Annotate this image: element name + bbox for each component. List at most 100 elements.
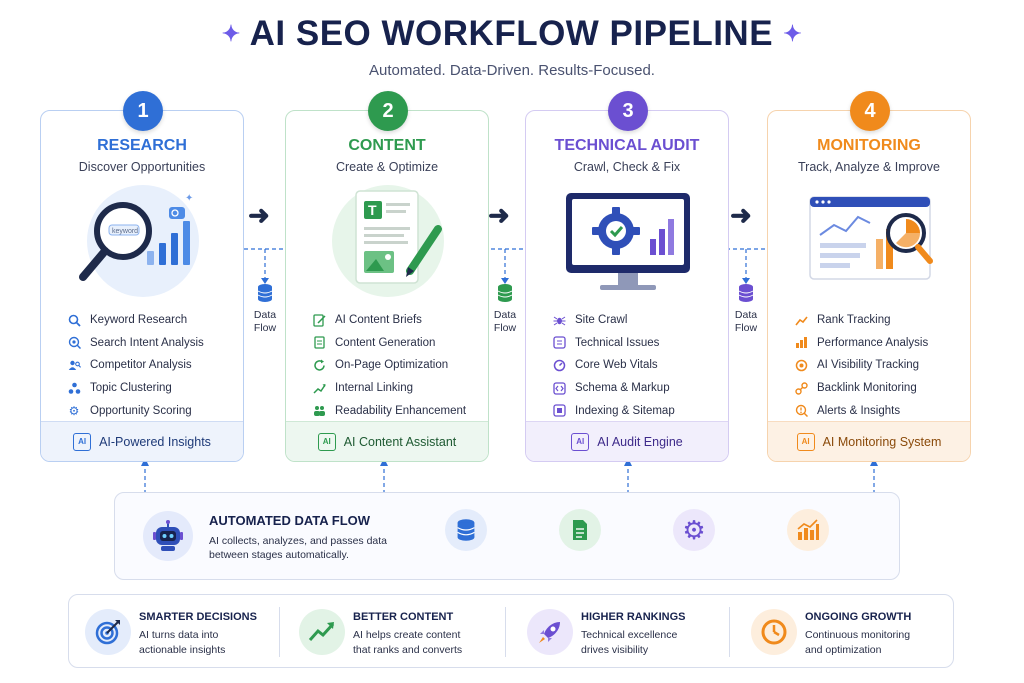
trend-up-icon bbox=[299, 609, 345, 655]
stage-number-badge: 3 bbox=[608, 91, 648, 131]
benefit-line: AI helps create content bbox=[353, 629, 461, 641]
data-flow-label: Data Flow bbox=[726, 283, 766, 335]
divider bbox=[505, 607, 506, 657]
stage-footer: AI AI Monitoring System bbox=[768, 421, 970, 461]
stage-number-badge: 1 bbox=[123, 91, 163, 131]
benefit-title: HIGHER RANKINGS bbox=[581, 611, 686, 623]
data-flow-text: Data Flow bbox=[734, 309, 758, 334]
research-illustration: keyword ✦ bbox=[79, 185, 199, 297]
svg-text:✦: ✦ bbox=[185, 193, 193, 204]
benefit-title: ONGOING GROWTH bbox=[805, 611, 912, 623]
people-icon bbox=[67, 358, 81, 372]
item-label: Internal Linking bbox=[335, 382, 413, 395]
automated-data-flow-panel: AUTOMATED DATA FLOW AI collects, analyze… bbox=[114, 492, 900, 580]
ai-chip-icon: AI bbox=[73, 432, 92, 451]
item-label: Indexing & Sitemap bbox=[575, 404, 675, 417]
stage-number-badge: 4 bbox=[850, 91, 890, 131]
stage-title: CONTENT bbox=[348, 137, 426, 154]
target-search-icon bbox=[67, 336, 81, 350]
footer-label: AI Audit Engine bbox=[597, 434, 683, 449]
benefit-description: AI helps create content that ranks and co… bbox=[353, 628, 493, 658]
item-label: On-Page Optimization bbox=[335, 359, 449, 372]
chart-icon bbox=[787, 509, 829, 551]
alert-icon bbox=[794, 404, 808, 418]
database-icon bbox=[445, 509, 487, 551]
item-label: Topic Clustering bbox=[90, 382, 172, 395]
item-label: Opportunity Scoring bbox=[90, 404, 192, 417]
stage-footer: AI AI-Powered Insights bbox=[41, 421, 243, 461]
benefit-line: that ranks and converts bbox=[353, 644, 463, 656]
doc-letter: T bbox=[368, 202, 377, 218]
list-item: Site Crawl bbox=[552, 309, 675, 332]
item-label: AI Visibility Tracking bbox=[817, 359, 920, 372]
sitemap-icon bbox=[552, 404, 566, 418]
stage-footer: AI AI Audit Engine bbox=[526, 421, 728, 461]
stage-content: 2 CONTENT Create & Optimize T AI Content… bbox=[285, 91, 489, 462]
robot-icon bbox=[143, 511, 193, 561]
item-label: Search Intent Analysis bbox=[90, 336, 204, 349]
list-icon bbox=[552, 336, 566, 350]
magnifier-icon bbox=[67, 313, 81, 327]
stage-subtitle: Create & Optimize bbox=[335, 160, 439, 174]
list-item: ⚙ Opportunity Scoring bbox=[67, 399, 204, 422]
list-item: Performance Analysis bbox=[794, 332, 928, 355]
data-flow-text: Data Flow bbox=[493, 309, 517, 334]
link-icon bbox=[794, 381, 808, 395]
benefit-title: BETTER CONTENT bbox=[353, 611, 454, 623]
stage-technical-audit: 3 TECHNICAL AUDIT Crawl, Check & Fix Sit… bbox=[525, 91, 729, 462]
item-label: Competitor Analysis bbox=[90, 359, 192, 372]
automation-title: AUTOMATED DATA FLOW bbox=[209, 513, 371, 528]
automation-description: AI collects, analyzes, and passes data b… bbox=[209, 535, 388, 561]
item-label: Alerts & Insights bbox=[817, 404, 901, 417]
stage-title: MONITORING bbox=[817, 137, 921, 154]
stage-subtitle: Track, Analyze & Improve bbox=[798, 160, 940, 174]
list-item: Topic Clustering bbox=[67, 377, 204, 400]
sparkle-icon: ✦ bbox=[221, 21, 241, 46]
list-item: Rank Tracking bbox=[794, 309, 928, 332]
list-item: Readability Enhancement bbox=[312, 399, 466, 422]
stage-number-badge: 2 bbox=[368, 91, 408, 131]
gauge-icon bbox=[552, 358, 566, 372]
list-item: Alerts & Insights bbox=[794, 399, 928, 422]
target-icon bbox=[85, 609, 131, 655]
divider bbox=[279, 607, 280, 657]
item-label: Site Crawl bbox=[575, 314, 628, 327]
content-illustration: T bbox=[332, 185, 444, 297]
footer-label: AI Content Assistant bbox=[343, 434, 457, 449]
spider-icon bbox=[552, 313, 566, 327]
item-label: AI Content Briefs bbox=[335, 314, 422, 327]
item-label: Performance Analysis bbox=[817, 336, 929, 349]
sparkle-icon: ✦ bbox=[783, 21, 803, 46]
item-label: Keyword Research bbox=[90, 314, 188, 327]
users-icon bbox=[312, 404, 326, 418]
search-field-text: keyword bbox=[112, 228, 138, 235]
technical-illustration bbox=[566, 193, 690, 290]
stage-item-list: AI Content Briefs Content Generation On-… bbox=[312, 309, 466, 422]
footer-label: AI Monitoring System bbox=[822, 434, 942, 449]
list-item: AI Visibility Tracking bbox=[794, 354, 928, 377]
database-icon bbox=[738, 284, 754, 302]
stage-research: 1 RESEARCH Discover Opportunities keywor… bbox=[40, 91, 244, 462]
list-item: Content Generation bbox=[312, 332, 466, 355]
trend-icon bbox=[794, 313, 808, 327]
divider bbox=[729, 607, 730, 657]
list-item: Internal Linking bbox=[312, 377, 466, 400]
list-item: Indexing & Sitemap bbox=[552, 399, 675, 422]
page-title: ✦ AI SEO WORKFLOW PIPELINE ✦ bbox=[0, 14, 1024, 54]
clock-icon bbox=[751, 609, 797, 655]
page-title-text: AI SEO WORKFLOW PIPELINE bbox=[249, 14, 774, 53]
stage-subtitle: Discover Opportunities bbox=[78, 160, 206, 174]
stage-title: TECHNICAL AUDIT bbox=[554, 137, 700, 154]
benefit-title: SMARTER DECISIONS bbox=[139, 611, 257, 623]
item-label: Backlink Monitoring bbox=[817, 382, 917, 395]
cluster-icon bbox=[67, 381, 81, 395]
list-item: Backlink Monitoring bbox=[794, 377, 928, 400]
benefit-line: and optimization bbox=[805, 644, 882, 656]
benefit-line: Continuous monitoring bbox=[805, 629, 911, 641]
gear-icon: ⚙ bbox=[68, 403, 80, 418]
